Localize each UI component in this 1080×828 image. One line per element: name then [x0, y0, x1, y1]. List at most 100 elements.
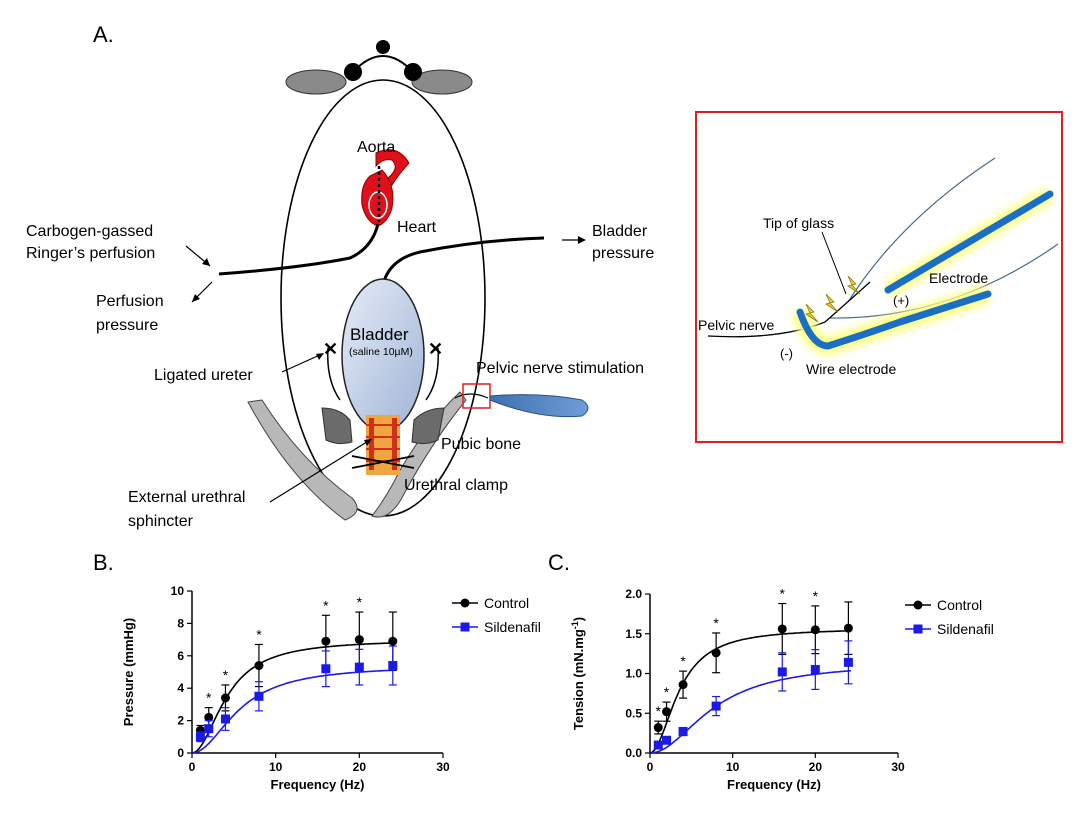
data-point-sildenafil [204, 724, 214, 734]
y-tick-label: 0.5 [625, 706, 642, 720]
y-tick-label: 8 [177, 616, 184, 630]
bladder-pressure-arrowhead [578, 236, 586, 244]
rat-head [285, 40, 473, 95]
perfusion-label-2: Ringer’s perfusion [26, 245, 155, 262]
y-tick-label: 2 [177, 714, 184, 728]
ext-sphincter-label-2: sphincter [128, 513, 194, 530]
wire-electrode-label: Wire electrode [806, 361, 896, 377]
data-point-control [653, 723, 663, 733]
data-point-sildenafil [653, 740, 663, 750]
pubic-bone-label: Pubic bone [441, 436, 521, 453]
data-point-sildenafil [711, 701, 721, 711]
right-eye [404, 63, 422, 81]
ligated-ureter-arrow [281, 353, 323, 373]
panel-label: C. [548, 550, 570, 575]
y-axis-label: Tension (mN.mg-1) [570, 617, 586, 730]
panel-a-label: A. [93, 22, 114, 47]
head-arc [352, 55, 414, 73]
perfusion-line [218, 223, 380, 276]
stimulation-probe [489, 394, 589, 418]
spark-icon [825, 293, 839, 313]
y-tick-label: 1.5 [625, 627, 642, 641]
spark-icon [847, 275, 861, 295]
perf-pressure-label-2: pressure [96, 317, 158, 334]
left-eye [344, 63, 362, 81]
left-ligature-mark: ✕ [323, 339, 338, 359]
glass-tip-upper [847, 157, 996, 303]
electrode-label: Electrode [929, 270, 988, 286]
external-urethral-sphincter [366, 418, 400, 470]
panel-label: B. [93, 550, 114, 575]
data-point-sildenafil [388, 661, 398, 671]
electrode [884, 190, 1054, 294]
inset-panel: Tip of glass Electrode (+) Pelvic nerve … [695, 111, 1063, 443]
urethral-clamp-label: Urethral clamp [404, 477, 508, 494]
perfusion-label-1: Carbogen-gassed [26, 223, 153, 240]
data-point-control [678, 680, 688, 690]
spark-icon [805, 303, 819, 323]
significance-marker: * [656, 703, 662, 719]
data-point-sildenafil [843, 657, 853, 667]
significance-marker: * [680, 653, 686, 669]
y-axis-label: Pressure (mmHg) [121, 618, 136, 726]
tip-of-glass-label: Tip of glass [763, 215, 834, 231]
y-tick-label: 1.0 [625, 667, 642, 681]
pelvic-stim-label: Pelvic nerve stimulation [476, 360, 644, 377]
y-tick-label: 6 [177, 649, 184, 663]
legend-marker [913, 600, 923, 610]
data-point-control [711, 648, 721, 658]
y-tick-label: 10 [171, 584, 185, 598]
bladder-label: Bladder [350, 325, 409, 344]
data-point-control [220, 693, 230, 703]
right-ear [411, 69, 473, 95]
y-tick-label: 0.0 [625, 746, 642, 760]
data-point-sildenafil [321, 664, 331, 674]
urethral-clamp [351, 455, 415, 469]
ligated-ureter-label: Ligated ureter [154, 367, 253, 384]
tip-of-glass-pointer [821, 231, 847, 295]
significance-marker: * [713, 615, 719, 631]
legend-label: Control [484, 595, 529, 611]
left-ureter [327, 347, 341, 401]
perfusion-arrowhead [202, 258, 210, 266]
perf-pressure-label-1: Perfusion [96, 293, 164, 310]
data-point-control [777, 624, 787, 634]
panel-a-diagram: A. Aorta Heart Carbogen-gassed Ringer’s … [26, 22, 654, 530]
heart-aorta [361, 149, 410, 227]
data-point-control [204, 712, 214, 722]
pelvic-nerve-label: Pelvic nerve [698, 317, 774, 333]
data-point-sildenafil [678, 727, 688, 737]
data-point-sildenafil [220, 714, 230, 724]
ext-sphincter-label-1: External urethral [128, 489, 245, 506]
left-pubic-bone [321, 407, 353, 445]
plus-label: (+) [893, 293, 909, 308]
data-point-sildenafil [195, 732, 205, 742]
data-point-sildenafil [662, 735, 672, 745]
pelvic-nerve-inset [707, 281, 871, 338]
left-ear [285, 69, 347, 95]
perf-pressure-arrowhead [192, 294, 200, 302]
significance-marker: * [664, 684, 670, 700]
bladder-pressure-label-2: pressure [592, 245, 654, 262]
ligated-ureter-arrowhead [316, 353, 324, 360]
x-tick-label: 0 [189, 760, 196, 774]
legend-marker [913, 624, 923, 634]
left-leg [247, 399, 358, 521]
x-axis-label: Frequency (Hz) [271, 777, 365, 792]
legend-label: Sildenafil [484, 619, 541, 635]
data-point-control [388, 636, 398, 646]
bladder-pressure-label-1: Bladder [592, 223, 648, 240]
x-tick-label: 30 [436, 760, 450, 774]
significance-marker: * [223, 667, 229, 683]
right-ligature-mark: ✕ [428, 339, 443, 359]
y-tick-label: 4 [177, 681, 184, 695]
pelvic-nerve-line [454, 393, 489, 399]
data-point-sildenafil [810, 665, 820, 675]
heart-label: Heart [397, 219, 437, 236]
significance-marker: * [206, 690, 212, 706]
right-ureter [425, 347, 439, 401]
x-tick-label: 20 [809, 760, 823, 774]
data-point-sildenafil [777, 667, 787, 677]
